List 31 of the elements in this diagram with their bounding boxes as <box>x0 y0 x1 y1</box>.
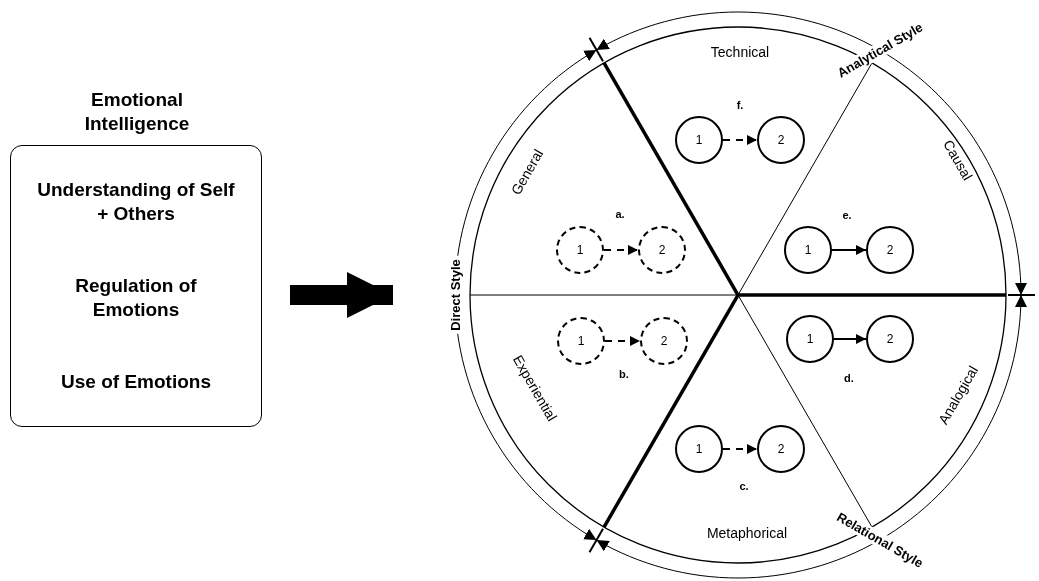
letter-label: b. <box>619 368 629 380</box>
number-circle: 1 <box>786 315 834 363</box>
block-arrow <box>290 272 393 318</box>
letter-label: c. <box>739 480 749 492</box>
panel-text: Regulation of Emotions <box>74 274 198 322</box>
number-circle: 1 <box>557 317 605 365</box>
letter-label: e. <box>842 209 852 221</box>
number-circle: 1 <box>556 226 604 274</box>
arrow <box>604 336 641 346</box>
arrow <box>722 135 758 145</box>
arrow <box>831 245 867 255</box>
number-circle: 2 <box>638 226 686 274</box>
letter-label: d. <box>844 372 854 384</box>
sector-label: Metaphorical <box>706 525 788 541</box>
number-circle: 1 <box>675 425 723 473</box>
panel-text: Use of Emotions <box>60 370 212 394</box>
number-circle: 2 <box>640 317 688 365</box>
number-circle: 1 <box>784 226 832 274</box>
arrow <box>722 444 758 454</box>
arrow <box>833 334 867 344</box>
arrow <box>603 245 639 255</box>
number-circle: 2 <box>866 226 914 274</box>
heading: Emotional Intelligence <box>83 88 191 136</box>
letter-label: f. <box>736 99 744 111</box>
letter-label: a. <box>615 208 625 220</box>
sector-label: Technical <box>710 44 770 60</box>
number-circle: 2 <box>757 116 805 164</box>
number-circle: 1 <box>675 116 723 164</box>
number-circle: 2 <box>757 425 805 473</box>
panel-text: Understanding of Self + Others <box>36 178 236 226</box>
number-circle: 2 <box>866 315 914 363</box>
